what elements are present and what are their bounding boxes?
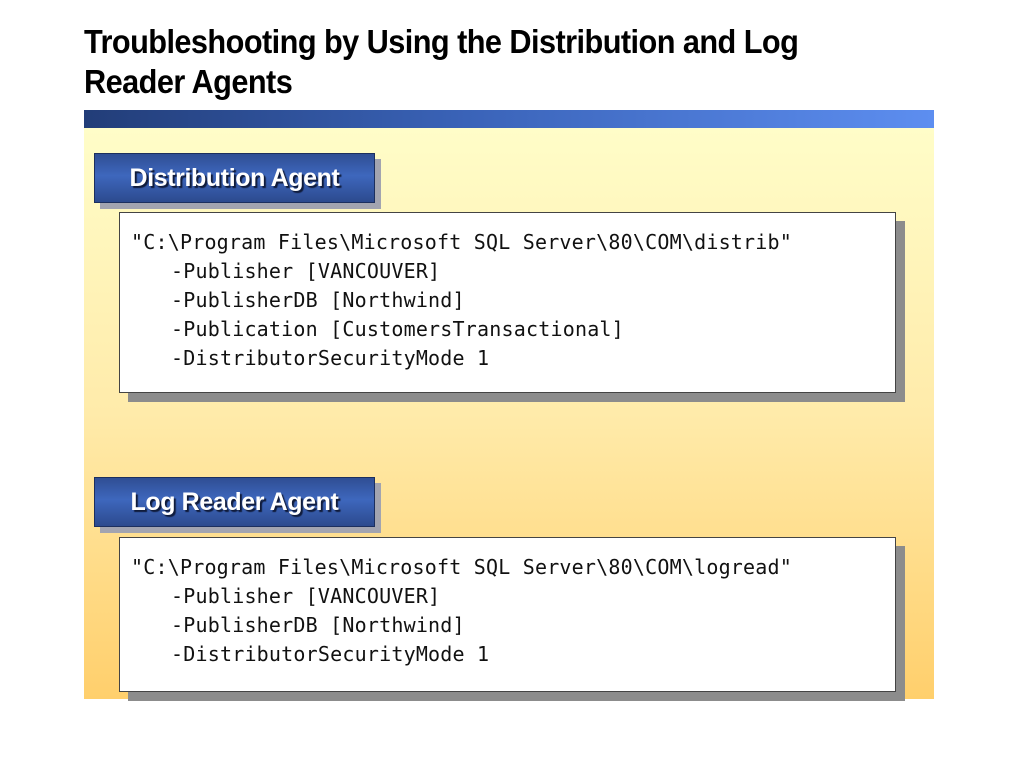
distribution-command-path: "C:\Program Files\Microsoft SQL Server\8… (131, 230, 793, 254)
title-accent-bar (84, 110, 934, 128)
distribution-command-publisherdb: -PublisherDB [Northwind] (171, 288, 465, 312)
slide-title-line-1: Troubleshooting by Using the Distributio… (84, 23, 799, 60)
logreader-command-publisherdb: -PublisherDB [Northwind] (171, 613, 465, 637)
slide-title-line-2: Reader Agents (84, 63, 293, 100)
logreader-command-path: "C:\Program Files\Microsoft SQL Server\8… (131, 555, 793, 579)
log-reader-agent-header-label: Log Reader Agent (130, 487, 339, 516)
distribution-agent-header-label: Distribution Agent (129, 163, 340, 192)
log-reader-agent-command-box: "C:\Program Files\Microsoft SQL Server\8… (119, 537, 896, 692)
log-reader-agent-header: Log Reader Agent (94, 477, 375, 527)
distribution-agent-command-box: "C:\Program Files\Microsoft SQL Server\8… (119, 212, 896, 393)
distribution-command-publication: -Publication [CustomersTransactional] (171, 317, 624, 341)
logreader-command-publisher: -Publisher [VANCOUVER] (171, 584, 441, 608)
logreader-command-security-mode: -DistributorSecurityMode 1 (171, 642, 490, 666)
distribution-agent-header: Distribution Agent (94, 153, 375, 203)
distribution-command-publisher: -Publisher [VANCOUVER] (171, 259, 441, 283)
distribution-command-security-mode: -DistributorSecurityMode 1 (171, 346, 490, 370)
slide-title: Troubleshooting by Using the Distributio… (84, 22, 902, 102)
